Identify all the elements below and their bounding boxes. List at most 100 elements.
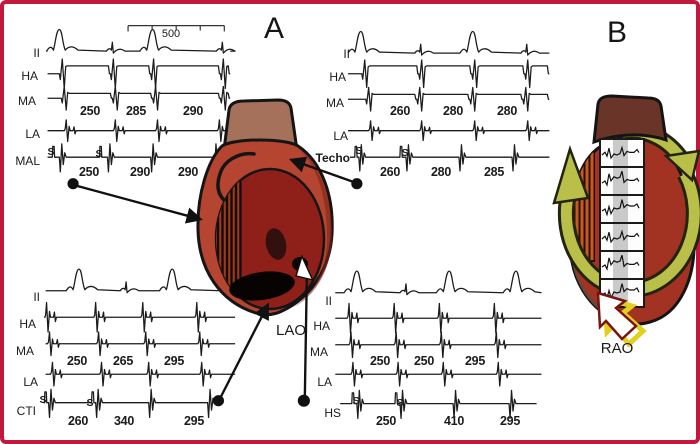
heart-a-shading	[294, 148, 332, 307]
ecg-trace	[45, 361, 236, 387]
mini-electrogram	[601, 229, 640, 244]
mini-electrogram	[601, 199, 640, 217]
mini-electrogram	[601, 255, 640, 271]
ecg-trace	[43, 301, 236, 333]
interval-value: 250	[80, 104, 100, 118]
lead-label: LA	[25, 127, 40, 141]
stim-label: S	[401, 147, 409, 159]
ecg-trace	[47, 85, 231, 111]
ecg-trace	[43, 388, 216, 419]
interval-value: 295	[500, 414, 520, 428]
interval-value: 295	[465, 354, 485, 368]
lead-label: MAL	[15, 154, 40, 168]
interval-value: 260	[390, 104, 410, 118]
interval-value: 250	[414, 354, 434, 368]
heart-b-illustration	[552, 94, 700, 348]
ecg-trace	[45, 28, 236, 54]
lead-label: HA	[21, 69, 38, 83]
interval-value: 260	[380, 165, 400, 179]
ecg-trace	[47, 58, 231, 90]
ecg-trace	[47, 119, 231, 143]
lead-label: MA	[18, 94, 36, 108]
white-arrowhead-hs	[295, 254, 314, 281]
interval-value: 340	[114, 414, 134, 428]
ecg-trace	[348, 59, 550, 89]
interval-value: 250	[370, 354, 390, 368]
rao-direction-arrow-icon	[596, 291, 647, 348]
mini-electrogram	[601, 145, 640, 160]
interval-value: 280	[431, 165, 451, 179]
lead-label: HA	[313, 319, 330, 333]
mapping-strip	[599, 138, 645, 308]
stim-label: S	[86, 397, 94, 409]
lead-label: II	[33, 290, 40, 304]
ecg-trace	[335, 270, 542, 296]
electrode-dot-mal	[67, 178, 79, 190]
panel-a-label: A	[263, 12, 285, 45]
ecg-trace-canvas	[43, 28, 550, 420]
lead-label: HS	[324, 406, 341, 420]
ecg-trace	[45, 331, 236, 357]
interval-value: 250	[67, 354, 87, 368]
stim-label: S	[47, 146, 55, 158]
lead-label: II	[33, 46, 40, 60]
ecg-trace	[347, 30, 550, 56]
lead-label: HA	[19, 317, 36, 331]
ecg-trace	[335, 331, 542, 359]
mini-electrogram	[601, 171, 640, 187]
lead-label: LA	[317, 375, 332, 389]
heart-b-cap	[592, 94, 668, 145]
interval-value: 295	[184, 414, 204, 428]
stim-label: S	[396, 397, 404, 409]
pointer-arrow-techo	[288, 156, 354, 183]
ecg-trace	[348, 86, 550, 112]
lao-view-label: LAO	[275, 322, 307, 339]
pointer-arrow-cti	[219, 302, 270, 399]
interval-value: 260	[68, 414, 88, 428]
lead-label: MA	[310, 345, 328, 359]
lead-label: Techo	[315, 151, 350, 165]
heart-rao-icon	[552, 94, 700, 348]
interval-value: 285	[126, 104, 146, 118]
interval-value: 285	[484, 165, 504, 179]
ecg-trace	[335, 361, 542, 387]
fossa-ovalis-mark	[265, 228, 287, 260]
electrode-dot-techo	[351, 178, 363, 190]
svc-hook-line	[216, 151, 256, 202]
interval-value: 250	[79, 165, 99, 179]
ecg-trace	[349, 144, 550, 172]
lead-label: LA	[333, 129, 348, 143]
interval-value: 295	[164, 354, 184, 368]
lead-label: LA	[23, 375, 38, 389]
stim-label: S	[95, 148, 103, 160]
interval-value: 280	[497, 104, 517, 118]
interval-value: 290	[130, 165, 150, 179]
electrode-dot-cti	[212, 395, 225, 407]
stim-label: S	[352, 395, 360, 407]
interval-value: 250	[376, 414, 396, 428]
lead-label: HA	[329, 70, 346, 84]
rao-view-label: RAO	[600, 340, 634, 357]
lead-label: MA	[16, 344, 34, 358]
pointer-arrow-mal	[75, 184, 203, 224]
lead-label: CTI	[16, 404, 36, 418]
valve-opening-mark	[229, 271, 295, 301]
text-layer: 500 A B LAO RAO II HA MA LA MAL 250 285 …	[4, 4, 696, 440]
interval-value: 290	[183, 104, 203, 118]
lead-label: II	[343, 47, 350, 61]
interval-value: 280	[443, 104, 463, 118]
panel-b-label: B	[606, 16, 628, 49]
ecg-trace	[348, 120, 550, 142]
interval-value: 410	[444, 414, 464, 428]
ecg-trace	[340, 389, 537, 420]
scale-bar-label: 500	[161, 28, 181, 40]
pointer-line-hs	[303, 278, 308, 397]
stim-label: S	[39, 394, 47, 406]
lead-label: MA	[326, 96, 344, 110]
interval-value: 265	[113, 354, 133, 368]
stim-label: S	[355, 145, 363, 157]
ecg-trace	[335, 302, 542, 334]
lead-label: II	[325, 294, 332, 308]
scale-bar	[127, 25, 225, 32]
